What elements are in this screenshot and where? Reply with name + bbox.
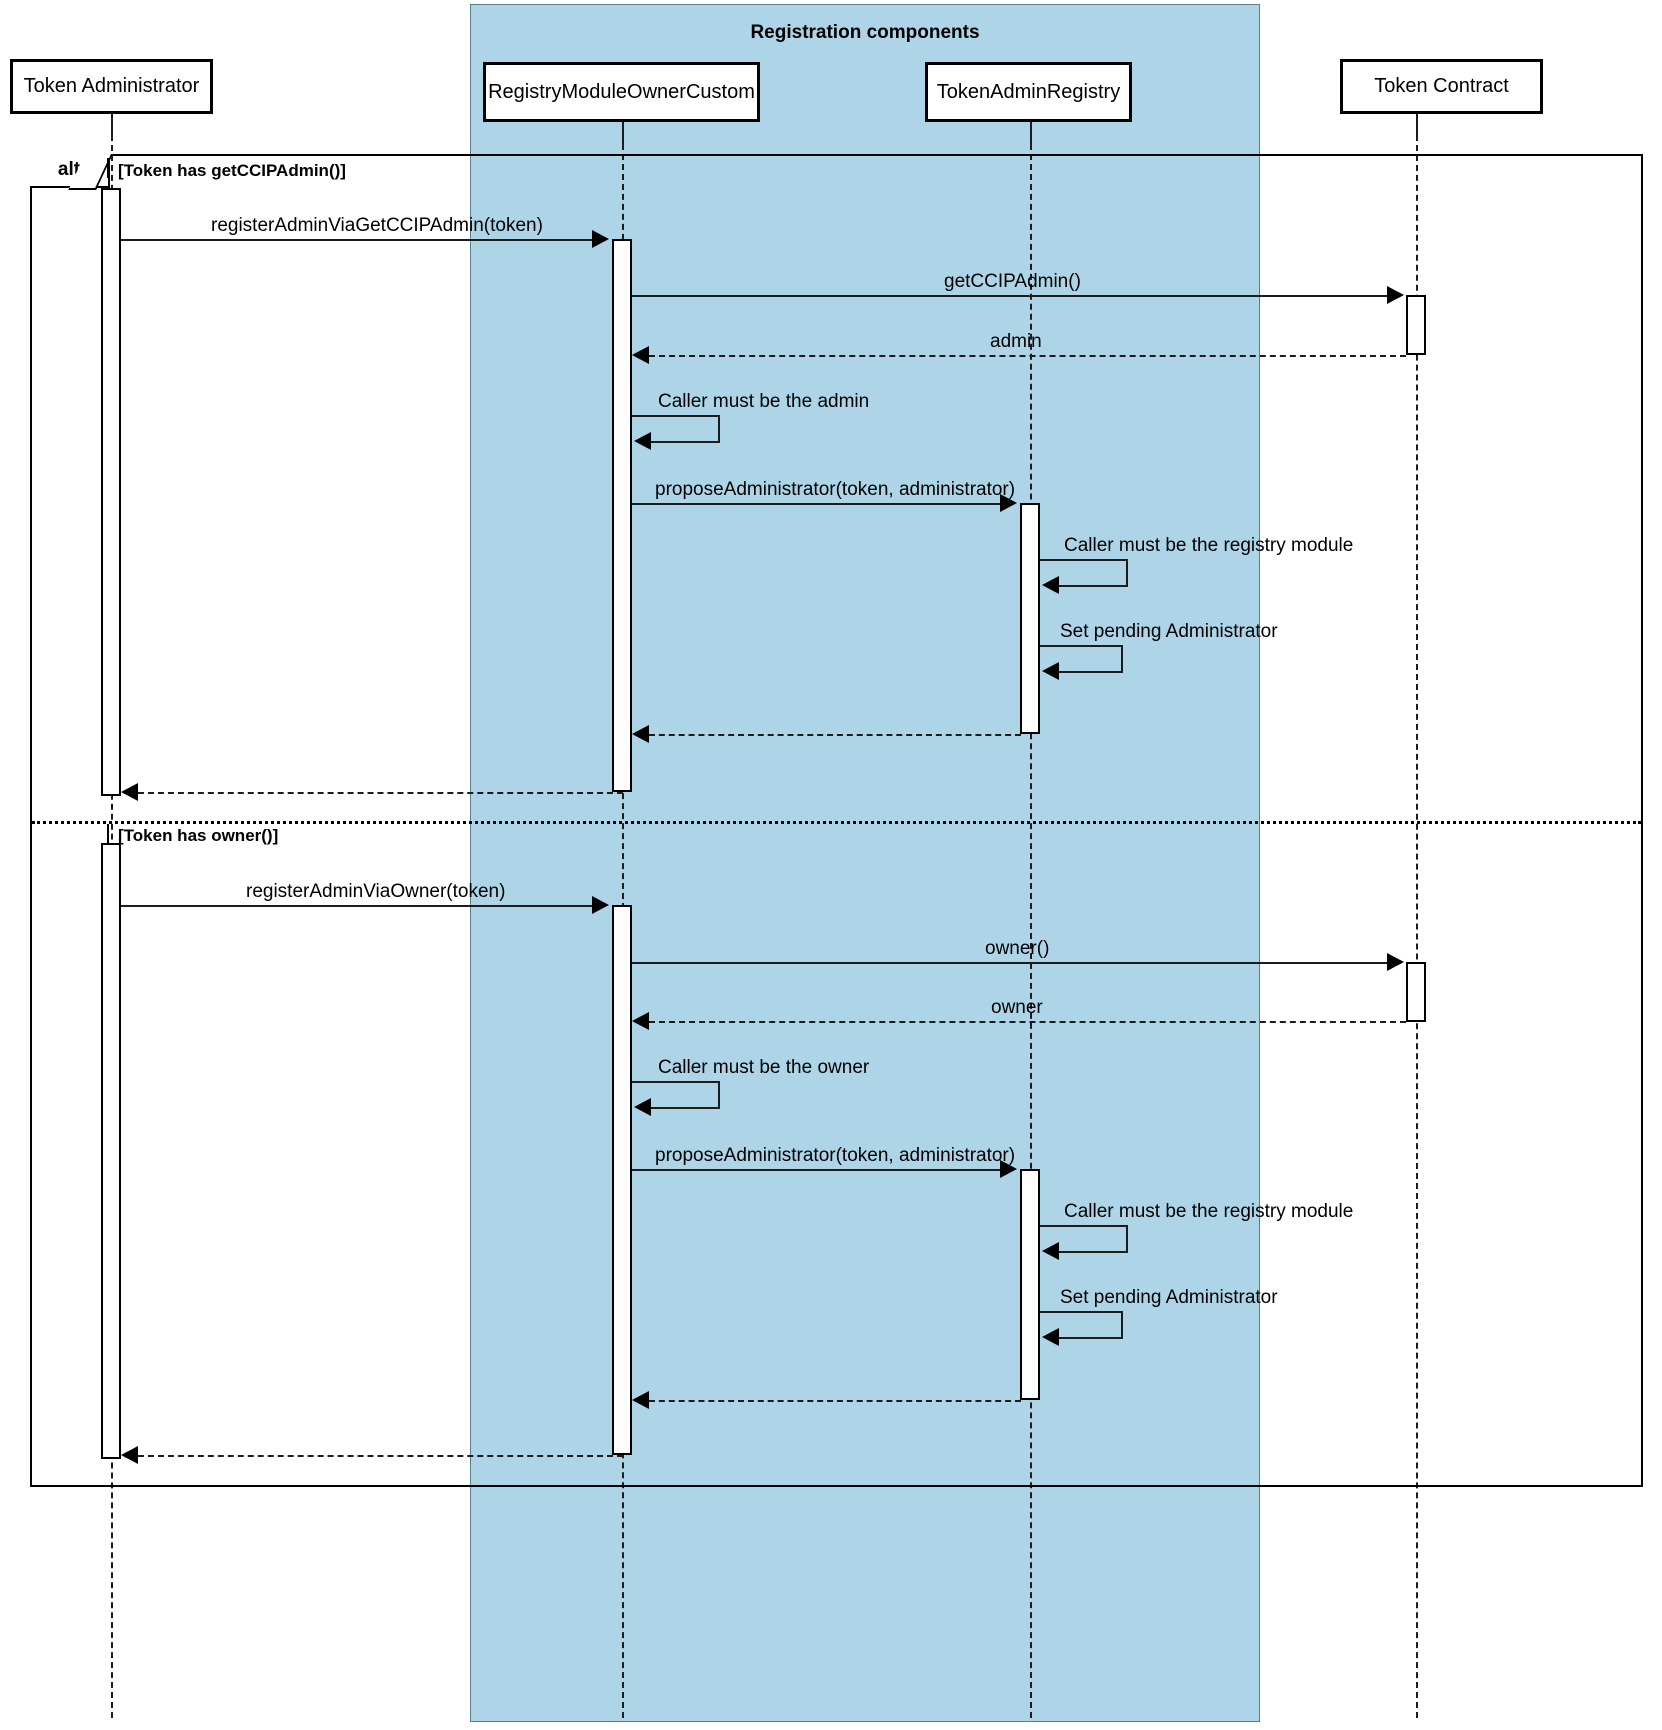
message-arrowhead-m3 (632, 346, 649, 364)
message-label-m10: registerAdminViaOwner(token) (246, 881, 506, 902)
self-message-top-m16 (1040, 1311, 1123, 1313)
alt-operand-0-guard-tick (107, 158, 109, 178)
message-line-m3 (649, 355, 1406, 357)
message-label-m13: Caller must be the owner (658, 1057, 870, 1078)
self-message-top-m13 (632, 1081, 720, 1083)
message-label-m4: Caller must be the admin (658, 391, 870, 412)
activation-token-contract-1 (1406, 295, 1426, 355)
self-message-arrowhead-m15 (1042, 1242, 1059, 1260)
group-title: Registration components (750, 22, 980, 43)
self-message-right-m4 (718, 415, 720, 443)
self-message-top-m15 (1040, 1225, 1128, 1227)
activation-token-contract-2 (1406, 962, 1426, 1022)
self-message-arrowhead-m6 (1042, 576, 1059, 594)
message-line-m5 (632, 503, 1009, 505)
message-arrowhead-m9 (121, 783, 138, 801)
message-arrowhead-m1 (592, 230, 609, 248)
message-line-m10 (121, 905, 601, 907)
message-label-m12: owner (991, 997, 1043, 1018)
self-message-bottom-m15 (1059, 1251, 1128, 1253)
message-arrowhead-m14 (1000, 1160, 1017, 1178)
self-message-arrowhead-m4 (634, 432, 651, 450)
participant-label: TokenAdminRegistry (936, 80, 1121, 103)
self-message-bottom-m16 (1059, 1337, 1123, 1339)
message-line-m8 (649, 734, 1021, 736)
message-arrowhead-m10 (592, 896, 609, 914)
self-message-bottom-m4 (651, 441, 720, 443)
participant-token-admin-registry[interactable]: TokenAdminRegistry (925, 62, 1132, 122)
message-arrowhead-m2 (1387, 286, 1404, 304)
self-message-right-m6 (1126, 559, 1128, 587)
message-line-m11 (632, 962, 1395, 964)
lifeline-head-token-contract (1416, 113, 1418, 135)
message-label-m2: getCCIPAdmin() (944, 271, 1081, 292)
message-label-m16: Set pending Administrator (1060, 1287, 1278, 1308)
self-message-top-m7 (1040, 645, 1123, 647)
self-message-bottom-m13 (651, 1107, 720, 1109)
message-line-m1 (121, 239, 601, 241)
alt-fragment-frame (30, 154, 1643, 1487)
message-label-m1: registerAdminViaGetCCIPAdmin(token) (211, 215, 543, 236)
activation-token-administrator-1 (101, 188, 121, 796)
self-message-right-m7 (1121, 645, 1123, 673)
message-line-m18 (138, 1455, 623, 1457)
lifeline-head-registry-module-owner-custom (622, 122, 624, 144)
participant-label: Token Contract (1374, 75, 1509, 97)
message-label-m7: Set pending Administrator (1060, 621, 1278, 642)
participant-registry-module-owner-custom[interactable]: RegistryModuleOwnerCustom (483, 62, 760, 122)
self-message-bottom-m7 (1059, 671, 1123, 673)
alt-operand-0-guard: [Token has getCCIPAdmin()] (118, 161, 346, 180)
message-arrowhead-m8 (632, 725, 649, 743)
self-message-top-m4 (632, 415, 720, 417)
message-label-m11: owner() (985, 938, 1050, 959)
lifeline-token-admin-registry (1030, 144, 1032, 1718)
message-label-m5: proposeAdministrator(token, administrato… (655, 479, 1016, 500)
message-line-m12 (649, 1021, 1406, 1023)
message-line-m9 (138, 792, 623, 794)
message-label-m15: Caller must be the registry module (1064, 1201, 1354, 1222)
alt-operand-divider (32, 821, 1641, 824)
message-arrowhead-m18 (121, 1446, 138, 1464)
message-line-m17 (649, 1400, 1021, 1402)
activation-registry-module-2 (612, 905, 632, 1455)
self-message-arrowhead-m16 (1042, 1328, 1059, 1346)
self-message-arrowhead-m7 (1042, 662, 1059, 680)
participant-label: Token Administrator (23, 75, 200, 97)
participant-token-contract[interactable]: Token Contract (1340, 59, 1543, 114)
activation-token-admin-registry-1 (1020, 503, 1040, 734)
message-line-m14 (632, 1169, 1009, 1171)
self-message-top-m6 (1040, 559, 1128, 561)
self-message-arrowhead-m13 (634, 1098, 651, 1116)
message-arrowhead-m12 (632, 1012, 649, 1030)
lifeline-token-contract (1416, 135, 1418, 1718)
participant-label: RegistryModuleOwnerCustom (488, 80, 755, 103)
self-message-bottom-m6 (1059, 585, 1128, 587)
self-message-right-m16 (1121, 1311, 1123, 1339)
message-line-m2 (632, 295, 1395, 297)
self-message-right-m15 (1126, 1225, 1128, 1253)
message-label-m6: Caller must be the registry module (1064, 535, 1354, 556)
alt-operand-1-guard: [Token has owner()] (118, 826, 279, 845)
message-arrowhead-m17 (632, 1391, 649, 1409)
lifeline-head-token-administrator (111, 113, 113, 135)
message-label-m3: admin (990, 331, 1042, 352)
alt-operand-1-guard-tick (107, 824, 109, 844)
lifeline-head-token-admin-registry (1030, 122, 1032, 144)
group-box-registration-components (470, 4, 1260, 1722)
participant-token-administrator[interactable]: Token Administrator (10, 59, 213, 114)
activation-token-administrator-2 (101, 843, 121, 1459)
message-arrowhead-m11 (1387, 953, 1404, 971)
message-arrowhead-m5 (1000, 494, 1017, 512)
activation-registry-module-1 (612, 239, 632, 792)
message-label-m14: proposeAdministrator(token, administrato… (655, 1145, 1016, 1166)
self-message-right-m13 (718, 1081, 720, 1109)
activation-token-admin-registry-2 (1020, 1169, 1040, 1400)
